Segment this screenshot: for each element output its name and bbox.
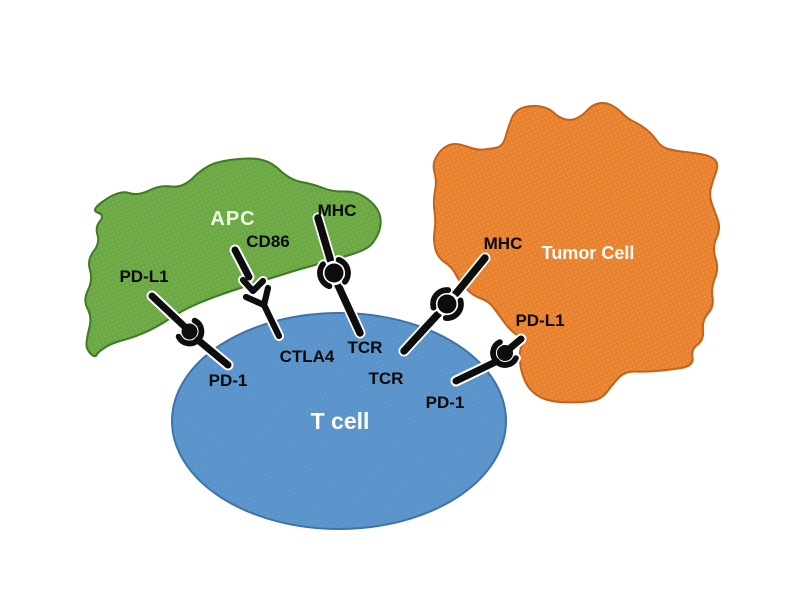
interaction-tumor-pdl1-pd1 [450, 333, 527, 387]
t-cell-label: T cell [311, 408, 370, 434]
mhc-right-ligand-stalk [450, 254, 489, 300]
pd-1-right-label: PD-1 [426, 393, 465, 412]
cd86-ligand-stalk [231, 246, 253, 281]
interaction-apc-pdl1-pd1 [146, 290, 234, 371]
tcr-right-receptor-stalk [400, 309, 443, 355]
pd-l1-ligand-ball [181, 323, 198, 340]
tcr-right-label: TCR [369, 369, 404, 388]
pd-l1-ligand-stalk [148, 292, 189, 331]
tumor-cell-shape [432, 101, 720, 404]
mhc-right-peptide-ball [437, 294, 457, 314]
pd-1-right-receptor-stalk [452, 358, 500, 385]
pd-1-left-label: PD-1 [209, 371, 248, 390]
interaction-tumor-mhc-tcr [398, 252, 491, 357]
t-cell-shape [171, 312, 507, 530]
interaction-apc-cd86-ctla4 [229, 244, 284, 341]
cd86-label: CD86 [246, 232, 289, 251]
pd-l1-right-label: PD-L1 [515, 311, 564, 330]
pd-1-receptor-stalk [194, 336, 232, 369]
tcr-left-label: TCR [348, 338, 383, 357]
ctla4-receptor-y [242, 284, 283, 340]
mhc-left-peptide-ball [324, 263, 344, 283]
mhc-left-label: MHC [318, 201, 357, 220]
mhc-left-ligand-stalk [314, 214, 335, 266]
tcr-left-ring-arcs [317, 256, 351, 290]
interaction-apc-mhc-tcr [312, 212, 366, 339]
tumor-cell-label: Tumor Cell [542, 243, 635, 263]
tcr-left-receptor-stalk [334, 281, 364, 337]
mhc-right-label: MHC [484, 234, 523, 253]
apc-cell-label: APC [210, 208, 255, 230]
pd-l1-left-label: PD-L1 [119, 267, 168, 286]
tumor-pd-l1-ligand-ball [497, 345, 513, 361]
cd86-arrowhead [239, 276, 267, 295]
tcr-right-ring-arcs [430, 287, 464, 321]
ctla4-label: CTLA4 [280, 347, 335, 366]
